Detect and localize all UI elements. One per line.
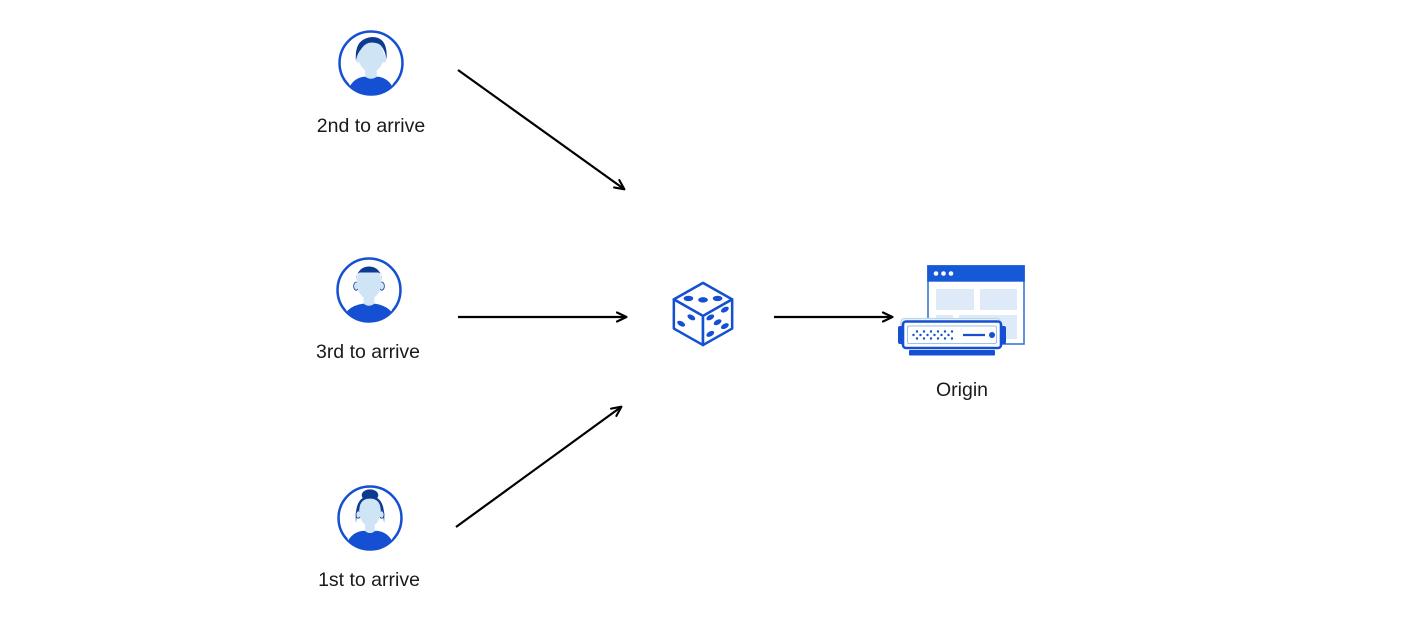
randomizer-node xyxy=(668,278,738,348)
user-label-3rd-to-arrive: 3rd to arrive xyxy=(315,341,421,363)
user-node-3rd-to-arrive xyxy=(335,256,403,324)
origin-label: Origin xyxy=(935,379,989,401)
origin-node xyxy=(896,262,1028,362)
arrow-user1st-to-dice xyxy=(455,405,623,528)
dice-icon xyxy=(672,281,734,347)
user-label-1st-to-arrive: 1st to arrive xyxy=(318,569,420,591)
user-label-2nd-to-arrive: 2nd to arrive xyxy=(316,115,426,137)
origin-browser-server-icon xyxy=(898,265,1025,356)
male-avatar-short-hair-icon xyxy=(336,257,402,323)
male-avatar-swept-hair-icon xyxy=(338,30,404,96)
user-node-2nd-to-arrive xyxy=(337,29,405,97)
female-avatar-bun-hair-icon xyxy=(337,485,403,551)
user-node-1st-to-arrive xyxy=(336,484,404,552)
arrow-user2nd-to-dice xyxy=(457,69,626,191)
